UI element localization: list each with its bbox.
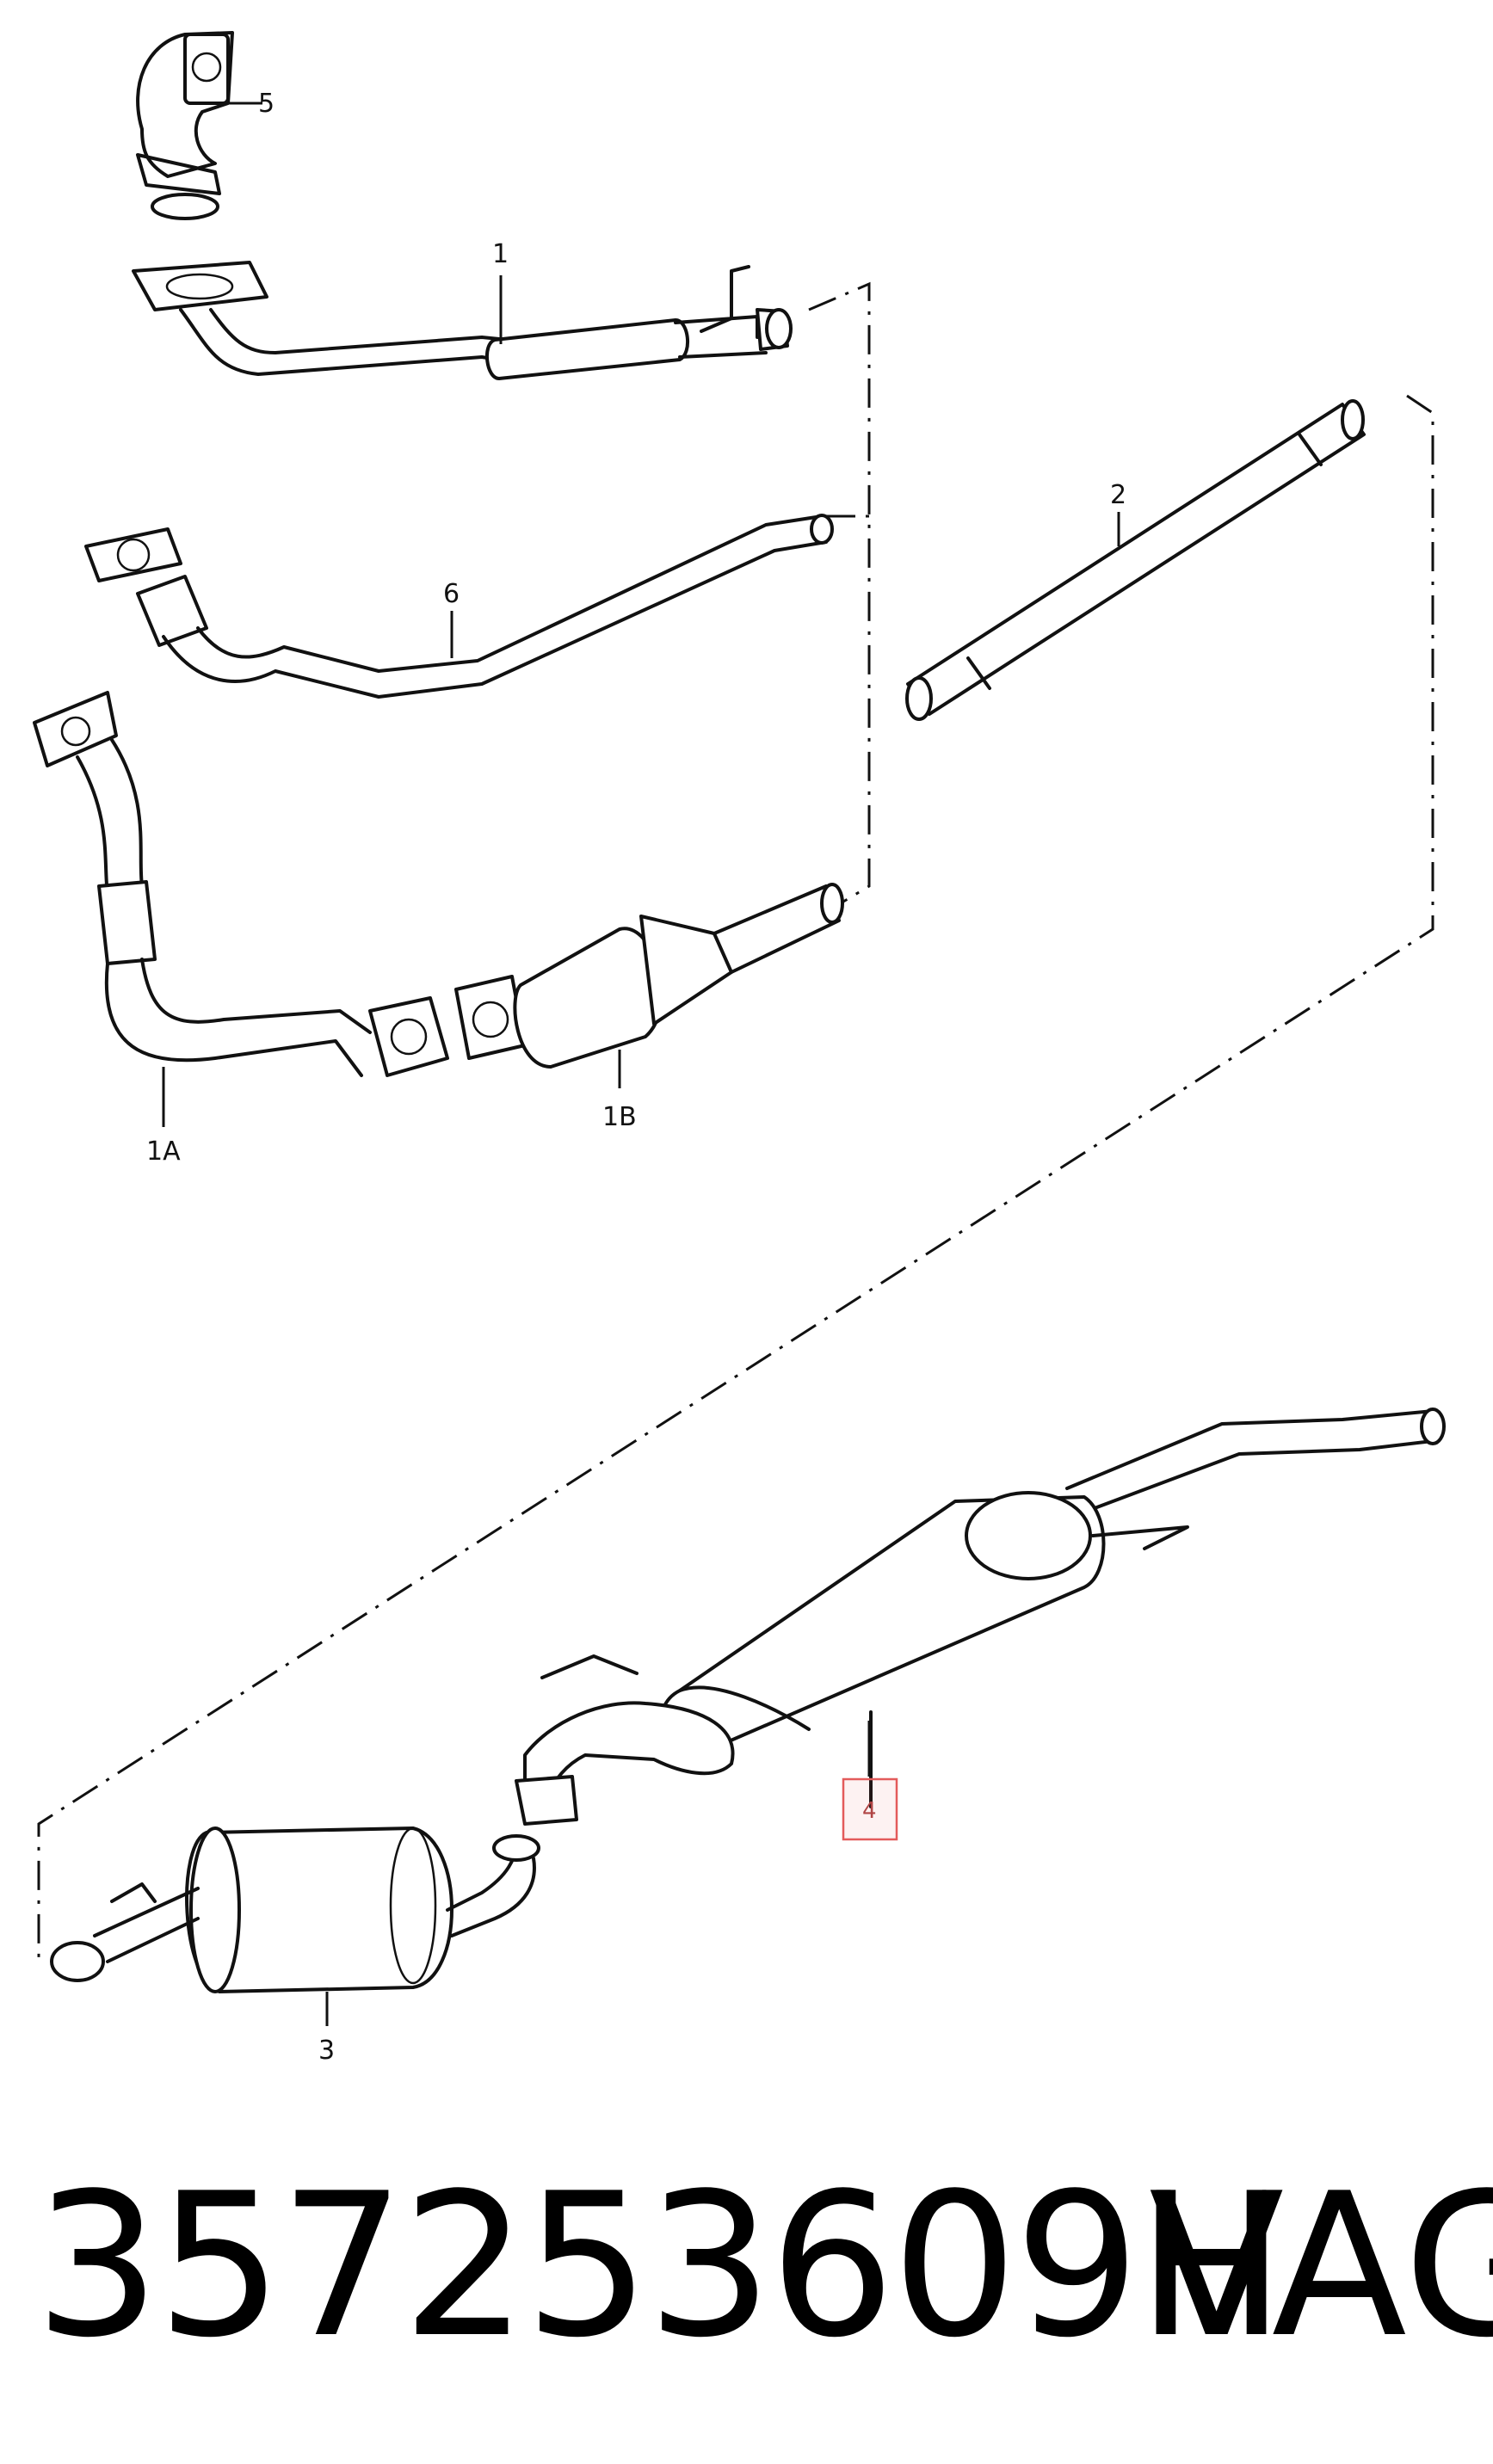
part-4-centre-silencer[interactable]	[515, 1408, 1446, 1826]
brand-label: VAG	[1149, 2152, 1493, 2381]
callout-part-2: 2	[1110, 480, 1126, 510]
exhaust-system-diagram: 5 1 6 2 1A 1B 3 4	[33, 31, 1446, 2066]
part-1b-catalytic-converter[interactable]	[454, 883, 844, 1088]
part-3-rear-silencer[interactable]	[50, 1826, 540, 2026]
callout-part-4: 4	[862, 1798, 877, 1824]
callout-part-4-highlight[interactable]: 4	[842, 1777, 898, 1841]
callout-part-3: 3	[318, 2036, 335, 2066]
part-number-label: 357253609H	[34, 2152, 1286, 2381]
callout-part-1a: 1A	[146, 1137, 181, 1167]
callout-part-5: 5	[258, 89, 275, 119]
callout-part-1b: 1B	[602, 1102, 637, 1132]
part-5-elbow[interactable]	[136, 31, 262, 220]
callout-part-6: 6	[443, 579, 460, 609]
part-6-front-pipe[interactable]	[84, 514, 834, 699]
assembly-guide-lines	[37, 281, 1434, 1962]
part-2-intermediate-pipe[interactable]	[905, 399, 1366, 721]
part-1a-front-pipe[interactable]	[33, 691, 449, 1127]
part-1-front-pipe[interactable]	[132, 261, 793, 380]
callout-part-1: 1	[492, 239, 509, 269]
